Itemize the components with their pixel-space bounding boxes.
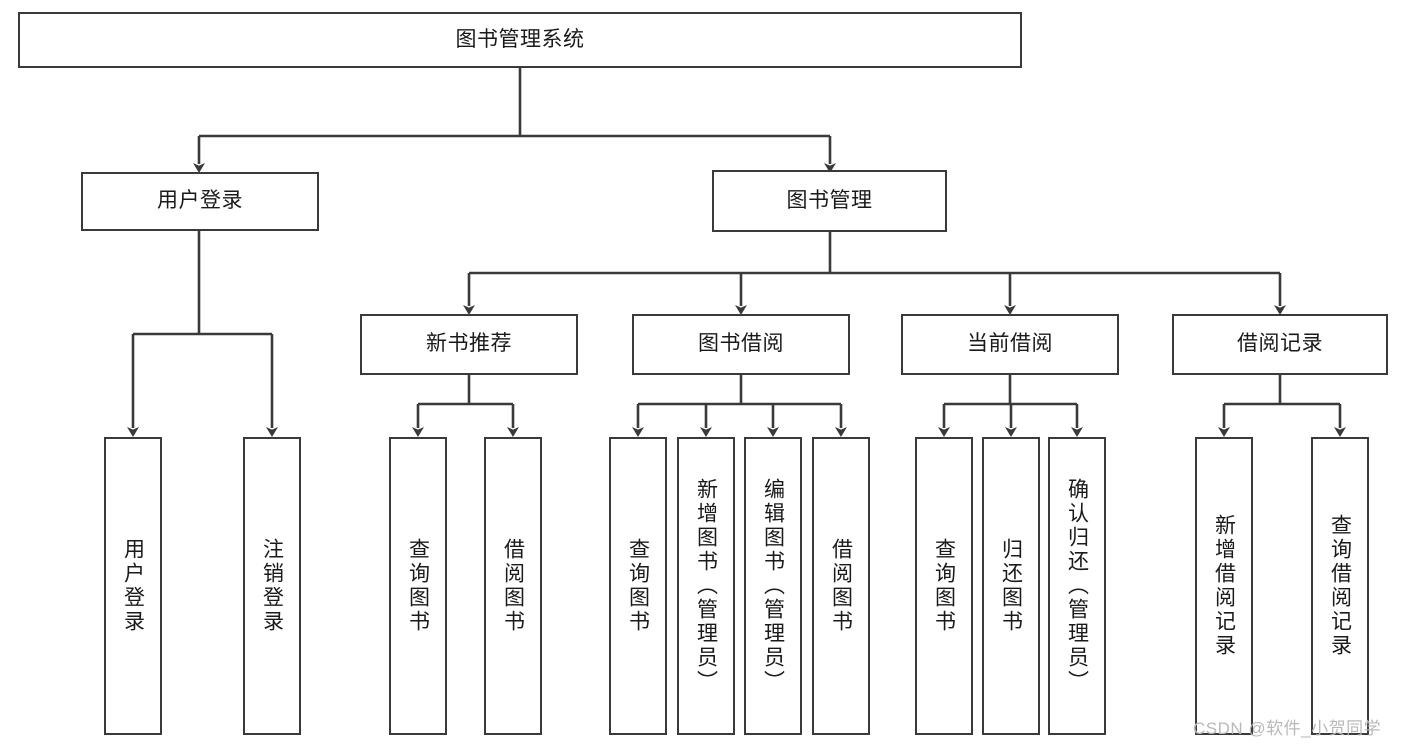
leaf-query-book-3[interactable]: 查询图书 [915, 437, 973, 735]
leaf-user-login-label: 用户登录 [121, 538, 145, 634]
leaf-user-login[interactable]: 用户登录 [104, 437, 162, 735]
leaf-query-record[interactable]: 查询借阅记录 [1311, 437, 1369, 735]
leaf-query-record-label: 查询借阅记录 [1328, 514, 1352, 658]
leaf-return-book[interactable]: 归还图书 [982, 437, 1040, 735]
leaf-query-book-3-label: 查询图书 [932, 538, 956, 634]
leaf-user-logout-label: 注销登录 [260, 538, 284, 634]
leaf-query-book-1[interactable]: 查询图书 [389, 437, 447, 735]
leaf-borrow-book-1-label: 借阅图书 [501, 538, 525, 634]
watermark: CSDN @软件_小贺同学 [1193, 719, 1382, 738]
node-new-book-recommend[interactable]: 新书推荐 [360, 314, 578, 375]
leaf-query-book-2[interactable]: 查询图书 [609, 437, 667, 735]
leaf-query-book-1-label: 查询图书 [406, 538, 430, 634]
node-book-manage-label: 图书管理 [786, 188, 873, 212]
node-root[interactable]: 图书管理系统 [18, 12, 1022, 68]
leaf-borrow-book-1[interactable]: 借阅图书 [484, 437, 542, 735]
leaf-borrow-book-2[interactable]: 借阅图书 [812, 437, 870, 735]
leaf-add-book-label: 新增图书（管理员） [694, 478, 718, 694]
leaf-query-book-2-label: 查询图书 [626, 538, 650, 634]
node-current-borrow[interactable]: 当前借阅 [901, 314, 1119, 375]
node-book-borrow-label: 图书借阅 [698, 332, 784, 356]
node-book-borrow[interactable]: 图书借阅 [632, 314, 850, 375]
node-current-borrow-label: 当前借阅 [967, 332, 1053, 356]
node-user-login[interactable]: 用户登录 [81, 172, 319, 231]
leaf-confirm-return-label: 确认归还（管理员） [1065, 478, 1089, 694]
leaf-add-book[interactable]: 新增图书（管理员） [677, 437, 735, 735]
node-new-book-recommend-label: 新书推荐 [426, 332, 512, 356]
leaf-confirm-return[interactable]: 确认归还（管理员） [1048, 437, 1106, 735]
leaf-return-book-label: 归还图书 [999, 538, 1023, 634]
node-borrow-record[interactable]: 借阅记录 [1172, 314, 1388, 375]
node-root-label: 图书管理系统 [455, 27, 585, 51]
leaf-edit-book[interactable]: 编辑图书（管理员） [744, 437, 802, 735]
node-user-login-label: 用户登录 [157, 189, 243, 213]
leaf-edit-book-label: 编辑图书（管理员） [761, 478, 785, 694]
node-book-manage[interactable]: 图书管理 [712, 170, 947, 232]
node-borrow-record-label: 借阅记录 [1237, 332, 1323, 356]
leaf-add-record-label: 新增借阅记录 [1212, 514, 1236, 658]
leaf-user-logout[interactable]: 注销登录 [243, 437, 301, 735]
leaf-add-record[interactable]: 新增借阅记录 [1195, 437, 1253, 735]
leaf-borrow-book-2-label: 借阅图书 [829, 538, 853, 634]
